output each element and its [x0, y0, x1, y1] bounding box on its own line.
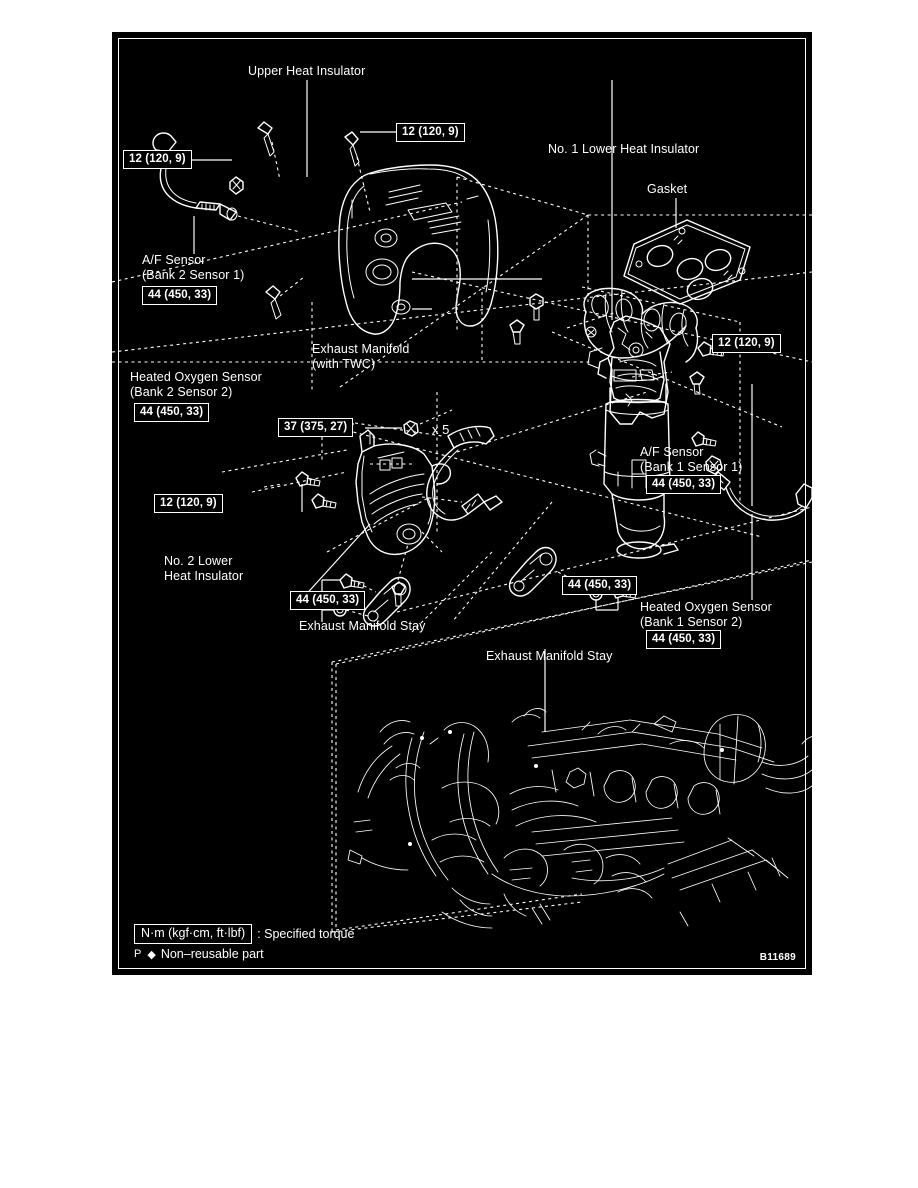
torque-no2-lower-insulator: 12 (120, 9)	[154, 494, 223, 513]
upper-insulator-leaders	[190, 80, 402, 177]
label-exhaust-manifold-stay-center: Exhaust Manifold Stay	[486, 649, 613, 663]
exhaust-manifold-stay-left	[321, 573, 411, 627]
diamond-icon: ◆	[147, 948, 156, 961]
figure-panel: .ln { fill:none; stroke:#ffffff; stroke-…	[112, 32, 812, 975]
label-heated-oxygen-bank2-line2: (Bank 2 Sensor 2)	[130, 385, 233, 399]
label-heated-oxygen-bank1-line2: (Bank 1 Sensor 2)	[640, 615, 743, 629]
exhaust-manifold-part	[583, 287, 699, 559]
torque-heated-oxygen-bank2: 44 (450, 33)	[134, 403, 210, 422]
label-exhaust-manifold-line2: (with TWC)	[312, 357, 376, 371]
perspective-planes	[112, 201, 812, 933]
gasket-part	[623, 198, 751, 305]
label-no1-lower-heat-insulator: No. 1 Lower Heat Insulator	[548, 142, 700, 156]
torque-heated-oxygen-bank1: 44 (450, 33)	[646, 630, 722, 649]
label-no2-lower-heat-insulator-line2: Heat Insulator	[164, 569, 244, 583]
torque-af-sensor-bank1: 44 (450, 33)	[646, 475, 722, 494]
label-af-sensor-bank1-line1: A/F Sensor	[640, 445, 704, 459]
legend-torque-unit-row: N·m (kgf·cm, ft·lbf) : Specified torque	[134, 924, 354, 944]
af-sensor-bank2-part	[152, 132, 301, 254]
manifold-nut-multiplier: x 5	[432, 422, 450, 437]
heated-oxygen-sensor-bank2-part	[312, 422, 503, 521]
torque-no1-lower-insulator: 12 (120, 9)	[712, 334, 781, 353]
label-upper-heat-insulator: Upper Heat Insulator	[248, 64, 366, 78]
label-af-sensor-bank1-line2: (Bank 1 Sensor 1)	[640, 460, 743, 474]
torque-upper-insulator-right: 12 (120, 9)	[396, 123, 465, 142]
no1-lower-heat-insulator-part	[597, 80, 671, 425]
torque-stay-right: 44 (450, 33)	[562, 576, 638, 595]
engine-line-art	[335, 559, 812, 931]
label-af-sensor-bank2-line2: (Bank 2 Sensor 1)	[142, 268, 245, 282]
label-af-sensor-bank2-line1: A/F Sensor	[142, 253, 206, 267]
upper-heat-insulator-part	[338, 164, 499, 335]
af-sensor-bank1-part	[705, 384, 812, 521]
label-exhaust-manifold-stay-left: Exhaust Manifold Stay	[299, 619, 426, 633]
no2-insulator-bolts	[295, 471, 409, 607]
exploded-view-artwork: .ln { fill:none; stroke:#ffffff; stroke-…	[112, 80, 812, 933]
label-heated-oxygen-bank2-line1: Heated Oxygen Sensor	[130, 370, 262, 384]
exhaust-manifold-leaders	[412, 278, 542, 310]
label-heated-oxygen-bank1-line1: Heated Oxygen Sensor	[640, 600, 772, 614]
torque-manifold-nut: 37 (375, 27)	[278, 418, 354, 437]
legend-unit-description: : Specified torque	[257, 927, 355, 941]
label-no2-lower-heat-insulator-line1: No. 2 Lower	[164, 554, 233, 568]
figure-code: B11689	[759, 952, 796, 963]
upper-insulator-bolts	[229, 121, 371, 320]
legend-nonreusable-row: P ◆ Non–reusable part	[134, 947, 354, 961]
label-gasket: Gasket	[647, 182, 688, 196]
legend-nonreusable-text: Non–reusable part	[160, 947, 264, 961]
torque-af-sensor-bank2: 44 (450, 33)	[142, 286, 218, 305]
torque-upper-insulator-left: 12 (120, 9)	[123, 150, 192, 169]
legend: N·m (kgf·cm, ft·lbf) : Specified torque …	[134, 924, 354, 961]
label-exhaust-manifold-line1: Exhaust Manifold	[312, 342, 410, 356]
torque-stay-left: 44 (450, 33)	[290, 591, 366, 610]
no2-lower-heat-insulator-part	[291, 429, 452, 611]
legend-nonreusable-prefix: P	[134, 948, 142, 960]
legend-unit-box: N·m (kgf·cm, ft·lbf)	[134, 924, 253, 944]
